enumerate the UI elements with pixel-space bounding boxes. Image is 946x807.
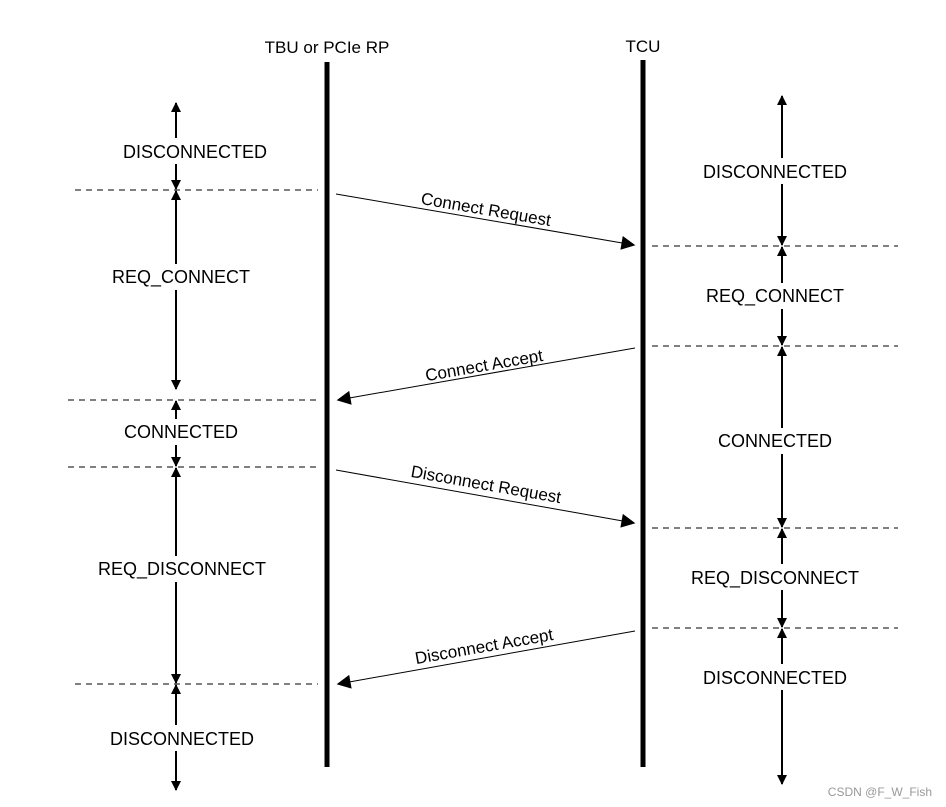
message-1-label: Connect Request — [420, 189, 553, 230]
left-state-5-label: DISCONNECTED — [110, 729, 254, 749]
message-4-arrow — [336, 630, 636, 689]
right-state-2-bg — [692, 283, 858, 309]
left-state-2-label: REQ_CONNECT — [112, 267, 250, 288]
watermark: CSDN @F_W_Fish — [828, 785, 932, 799]
participant-left-label: TBU or PCIe RP — [265, 38, 390, 57]
left-state-3-label: CONNECTED — [124, 422, 238, 442]
message-3-arrow — [335, 469, 636, 528]
left-state-1-bg — [108, 138, 284, 164]
right-state-5-bg — [688, 664, 862, 690]
left-state-1-label: DISCONNECTED — [123, 142, 267, 162]
left-state-4-label: REQ_DISCONNECT — [98, 559, 266, 580]
message-2-arrow — [336, 347, 636, 405]
right-state-4-label: REQ_DISCONNECT — [691, 568, 859, 589]
message-1-arrow — [335, 193, 636, 250]
right-state-5-label: DISCONNECTED — [703, 668, 847, 688]
right-state-1-label: DISCONNECTED — [703, 162, 847, 182]
right-state-1-bg — [688, 158, 862, 184]
left-state-3-bg — [110, 419, 252, 445]
right-state-3-bg — [705, 428, 847, 454]
left-state-4-bg — [84, 556, 280, 582]
participant-right-label: TCU — [626, 37, 661, 56]
right-state-3-label: CONNECTED — [718, 431, 832, 451]
message-4-label: Disconnect Accept — [414, 625, 555, 668]
message-3-label: Disconnect Request — [409, 462, 562, 507]
right-state-2-label: REQ_CONNECT — [706, 286, 844, 307]
left-state-2-bg — [98, 264, 264, 290]
left-state-5-bg — [95, 725, 269, 751]
right-state-4-bg — [676, 564, 874, 590]
message-2-label: Connect Accept — [424, 346, 545, 385]
